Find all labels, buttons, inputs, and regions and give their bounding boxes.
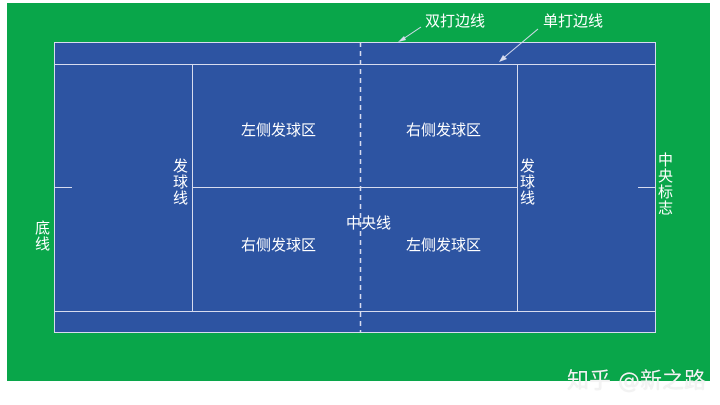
- label-baseline: 底线: [33, 220, 51, 252]
- label-center-mark: 中央标志: [656, 152, 674, 216]
- label-top-right-service-court: 右侧发球区: [406, 121, 482, 139]
- label-service-line-left: 发球线: [171, 158, 189, 206]
- label-bottom-right-service-court: 左侧发球区: [406, 236, 482, 254]
- label-top-left-service-court: 左侧发球区: [241, 121, 317, 139]
- label-service-line-right: 发球线: [518, 158, 536, 206]
- label-doubles-sideline: 双打边线: [425, 12, 486, 30]
- arrow-singles-sideline: [499, 28, 539, 62]
- label-bottom-left-service-court: 右侧发球区: [241, 236, 317, 254]
- arrow-doubles-sideline: [398, 26, 422, 42]
- label-center-line: 中央线: [346, 214, 392, 232]
- watermark: 知乎 @新之路: [567, 369, 706, 394]
- label-singles-sideline: 单打边线: [543, 12, 604, 30]
